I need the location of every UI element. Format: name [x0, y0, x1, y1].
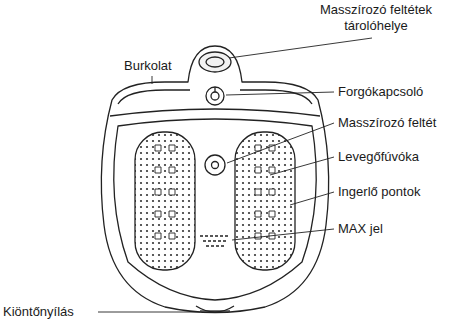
air-nozzle — [169, 145, 175, 151]
air-nozzles — [155, 145, 275, 239]
massage-attachment-knob — [212, 162, 219, 169]
housing — [101, 46, 328, 313]
air-nozzle — [255, 167, 261, 173]
leader-line — [152, 76, 153, 84]
leader-line — [227, 123, 334, 163]
leader-line — [226, 92, 334, 95]
air-nozzle — [155, 211, 161, 217]
attachment-label: Masszírozó feltét — [338, 115, 436, 131]
leader-line — [290, 192, 334, 205]
rotary-switch — [206, 87, 224, 105]
leader-line — [270, 157, 334, 175]
air-nozzle — [169, 189, 175, 195]
spout — [196, 306, 234, 312]
nozzle-label: Levegőfúvóka — [338, 149, 419, 165]
spout-label: Kiöntőnyílás — [3, 304, 74, 320]
leader-line — [229, 38, 372, 58]
top-panel-edge — [110, 109, 320, 116]
air-nozzle — [169, 233, 175, 239]
air-nozzle — [169, 167, 175, 173]
air-nozzle — [269, 189, 275, 195]
storage-recess — [199, 52, 231, 72]
leader-line — [232, 229, 334, 240]
air-nozzle — [155, 189, 161, 195]
storage-recess-inner — [206, 57, 224, 67]
air-nozzle — [269, 211, 275, 217]
basin — [114, 119, 316, 300]
spout-edge — [200, 310, 230, 311]
air-nozzle — [269, 167, 275, 173]
stimulation-label: Ingerlő pontok — [338, 184, 420, 200]
air-nozzle — [255, 189, 261, 195]
air-nozzle — [155, 233, 161, 239]
air-nozzle — [255, 145, 261, 151]
switch-label: Forgókapcsoló — [338, 84, 423, 100]
air-nozzle — [155, 145, 161, 151]
max-label: MAX jel — [338, 221, 383, 237]
leader-lines — [98, 38, 372, 312]
storage-label: Masszírozó feltétek tárolóhelye — [308, 2, 444, 34]
air-nozzle — [169, 211, 175, 217]
air-nozzle — [255, 211, 261, 217]
rotary-switch-mark — [214, 87, 215, 92]
right-foot-rest — [235, 132, 295, 270]
left-foot-rest — [135, 132, 195, 270]
air-nozzle — [255, 233, 261, 239]
leader-line — [98, 312, 200, 313]
air-nozzle — [155, 167, 161, 173]
massage-attachment — [205, 155, 225, 175]
rotary-switch-center — [211, 92, 219, 100]
max-mark — [200, 236, 230, 246]
housing-label: Burkolat — [124, 58, 172, 74]
